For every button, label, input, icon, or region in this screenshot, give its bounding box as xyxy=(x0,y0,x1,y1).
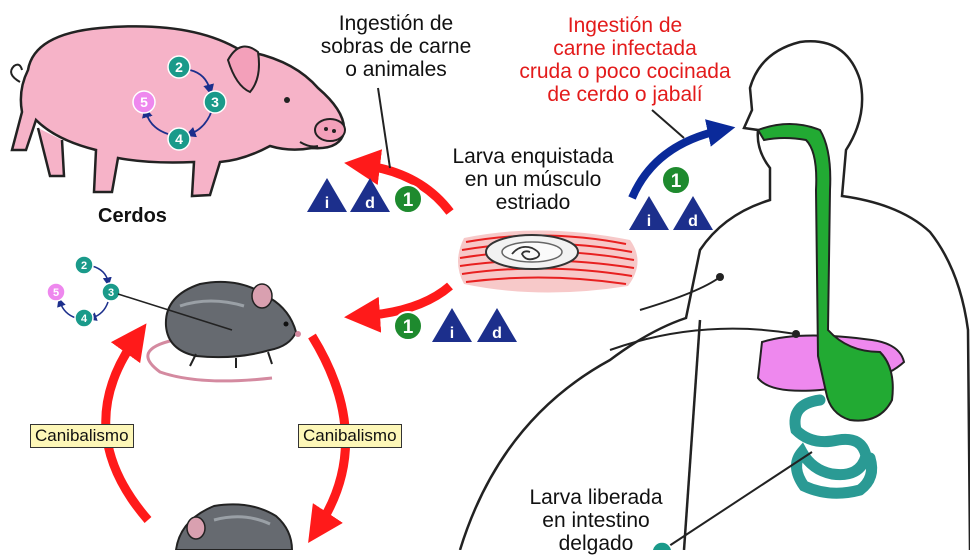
infective-stage-triangle: i xyxy=(629,196,669,230)
pig-label: Cerdos xyxy=(98,205,167,227)
svg-text:i: i xyxy=(325,195,329,212)
svg-text:i: i xyxy=(647,213,651,230)
pig-route-markers: i d 1 xyxy=(307,178,423,214)
encysted-larva-label: Larva enquistada en un músculo estriado xyxy=(452,145,614,214)
svg-text:4: 4 xyxy=(175,131,183,147)
svg-text:1: 1 xyxy=(403,317,414,338)
pig-illustration xyxy=(10,25,346,198)
infective-stage-triangle: i xyxy=(307,178,347,212)
cannibalism-label-right: Canibalismo xyxy=(298,424,402,448)
stage-4-badge: 4 xyxy=(167,127,191,151)
rat-route-markers: 1 i d xyxy=(393,308,517,342)
svg-text:d: d xyxy=(492,325,502,342)
leader-line-infected-meat xyxy=(651,109,685,139)
diagnostic-stage-triangle: d xyxy=(350,178,390,212)
leader-line-freed-larva xyxy=(665,451,813,549)
svg-text:2: 2 xyxy=(175,59,183,75)
human-figure xyxy=(458,40,970,555)
esophagus-and-stomach xyxy=(756,123,894,422)
cannibalism-label-left: Canibalismo xyxy=(30,424,134,448)
leader-line-upper xyxy=(639,276,721,311)
svg-text:3: 3 xyxy=(211,94,219,110)
svg-text:d: d xyxy=(365,195,375,212)
rat-illustration xyxy=(146,280,301,383)
svg-text:5: 5 xyxy=(53,287,59,299)
svg-text:i: i xyxy=(450,325,454,342)
svg-text:3: 3 xyxy=(108,287,114,299)
leader-line-rat-cycle xyxy=(117,293,233,331)
svg-text:d: d xyxy=(688,213,698,230)
stage-1-badge: 1 xyxy=(393,184,423,214)
infective-stage-triangle: i xyxy=(432,308,472,342)
svg-text:1: 1 xyxy=(671,171,682,192)
svg-text:4: 4 xyxy=(81,313,88,325)
stage-3-badge: 3 xyxy=(101,282,121,302)
striated-muscle-with-cyst xyxy=(458,230,638,293)
stage-1-badge: 1 xyxy=(393,311,423,341)
pig-stage-cycle: 2 3 4 5 xyxy=(132,55,227,151)
stage-2-badge: 2 xyxy=(74,255,94,275)
stage-4-badge: 4 xyxy=(74,308,94,328)
leader-line-intestine-arc xyxy=(609,327,797,351)
stage-1-badge: 1 xyxy=(661,165,691,195)
arrow-muscle-to-pig xyxy=(344,149,454,215)
stage-2-badge: 2 xyxy=(167,55,191,79)
rat-illustration-bottom xyxy=(174,503,294,551)
small-intestine xyxy=(789,394,878,499)
stage-3-badge: 3 xyxy=(203,90,227,114)
leftovers-ingestion-label: Ingestión de sobras de carne o animales xyxy=(320,12,472,81)
freed-larva-label: Larva liberada en intestino delgado xyxy=(529,486,663,555)
diagnostic-stage-triangle: d xyxy=(673,196,713,230)
human-route-markers: 1 i d xyxy=(629,165,713,230)
svg-text:2: 2 xyxy=(81,260,87,272)
diagnostic-stage-triangle: d xyxy=(477,308,517,342)
arrow-muscle-to-human xyxy=(628,119,736,200)
stage-5-badge: 5 xyxy=(132,90,156,114)
svg-text:1: 1 xyxy=(403,190,414,211)
infected-meat-ingestion-label: Ingestión de carne infectada cruda o poc… xyxy=(519,14,731,106)
arrow-muscle-to-rat xyxy=(344,282,453,333)
svg-text:5: 5 xyxy=(140,94,148,110)
stage-5-badge: 5 xyxy=(46,282,66,302)
rat-stage-cycle: 2 3 4 5 xyxy=(46,255,233,331)
leader-line-leftovers xyxy=(377,87,391,169)
